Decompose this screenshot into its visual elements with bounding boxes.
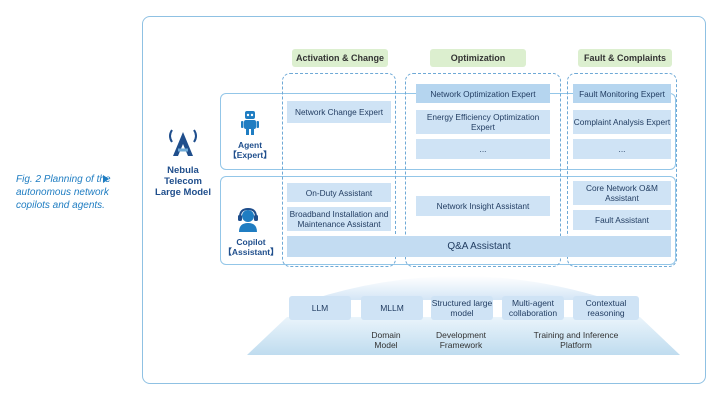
fault-monitoring-expert: Fault Monitoring Expert [573, 84, 671, 103]
column-outline-activation [282, 73, 396, 267]
column-header-activation: Activation & Change [292, 49, 388, 67]
domain-model-label: Domain Model [371, 330, 401, 350]
development-framework-label: Development Framework [435, 330, 487, 350]
figure-caption: Fig. 2 Planning of the autonomous networ… [16, 174, 111, 211]
column-header-fault: Fault & Complaints [578, 49, 672, 67]
antenna-logo-icon [169, 129, 197, 156]
column-header-optimization: Optimization [430, 49, 526, 67]
base-structured-model: Structured large model [431, 296, 493, 320]
optimization-more: ... [416, 139, 550, 159]
agent-row-label: Agent【Expert】 [228, 140, 272, 160]
network-change-expert: Network Change Expert [287, 101, 391, 123]
robot-icon [241, 111, 259, 135]
on-duty-assistant: On-Duty Assistant [287, 183, 391, 202]
complaint-analysis-expert: Complaint Analysis Expert [573, 110, 671, 134]
copilot-row-label: Copilot【Assistant】 [223, 237, 279, 257]
base-contextual-reasoning: Contextual reasoning [573, 296, 639, 320]
base-mllm: MLLM [361, 296, 423, 320]
network-optimization-expert: Network Optimization Expert [416, 84, 550, 103]
column-outline-fault [567, 73, 677, 267]
model-name: Nebula Telecom Large Model [155, 165, 211, 198]
broadband-assistant: Broadband Installation and Maintenance A… [287, 207, 391, 231]
light-beam-graphic [310, 276, 610, 300]
base-multi-agent: Multi-agent collaboration [502, 296, 564, 320]
fault-more: ... [573, 139, 671, 159]
platform-base-graphic [247, 317, 680, 355]
qa-assistant: Q&A Assistant [287, 236, 671, 257]
diagram-frame [142, 16, 706, 384]
copilot-row-band [220, 176, 676, 265]
column-outline-optimization [405, 73, 561, 267]
energy-efficiency-expert: Energy Efficiency Optimization Expert [416, 110, 550, 134]
headset-user-icon [238, 208, 258, 232]
core-network-assistant: Core Network O&M Assistant [573, 181, 671, 205]
caption-arrow-icon [103, 175, 109, 183]
fault-assistant: Fault Assistant [573, 210, 671, 230]
network-insight-assistant: Network Insight Assistant [416, 196, 550, 216]
training-inference-label: Training and Inference Platform [533, 330, 619, 350]
base-llm: LLM [289, 296, 351, 320]
